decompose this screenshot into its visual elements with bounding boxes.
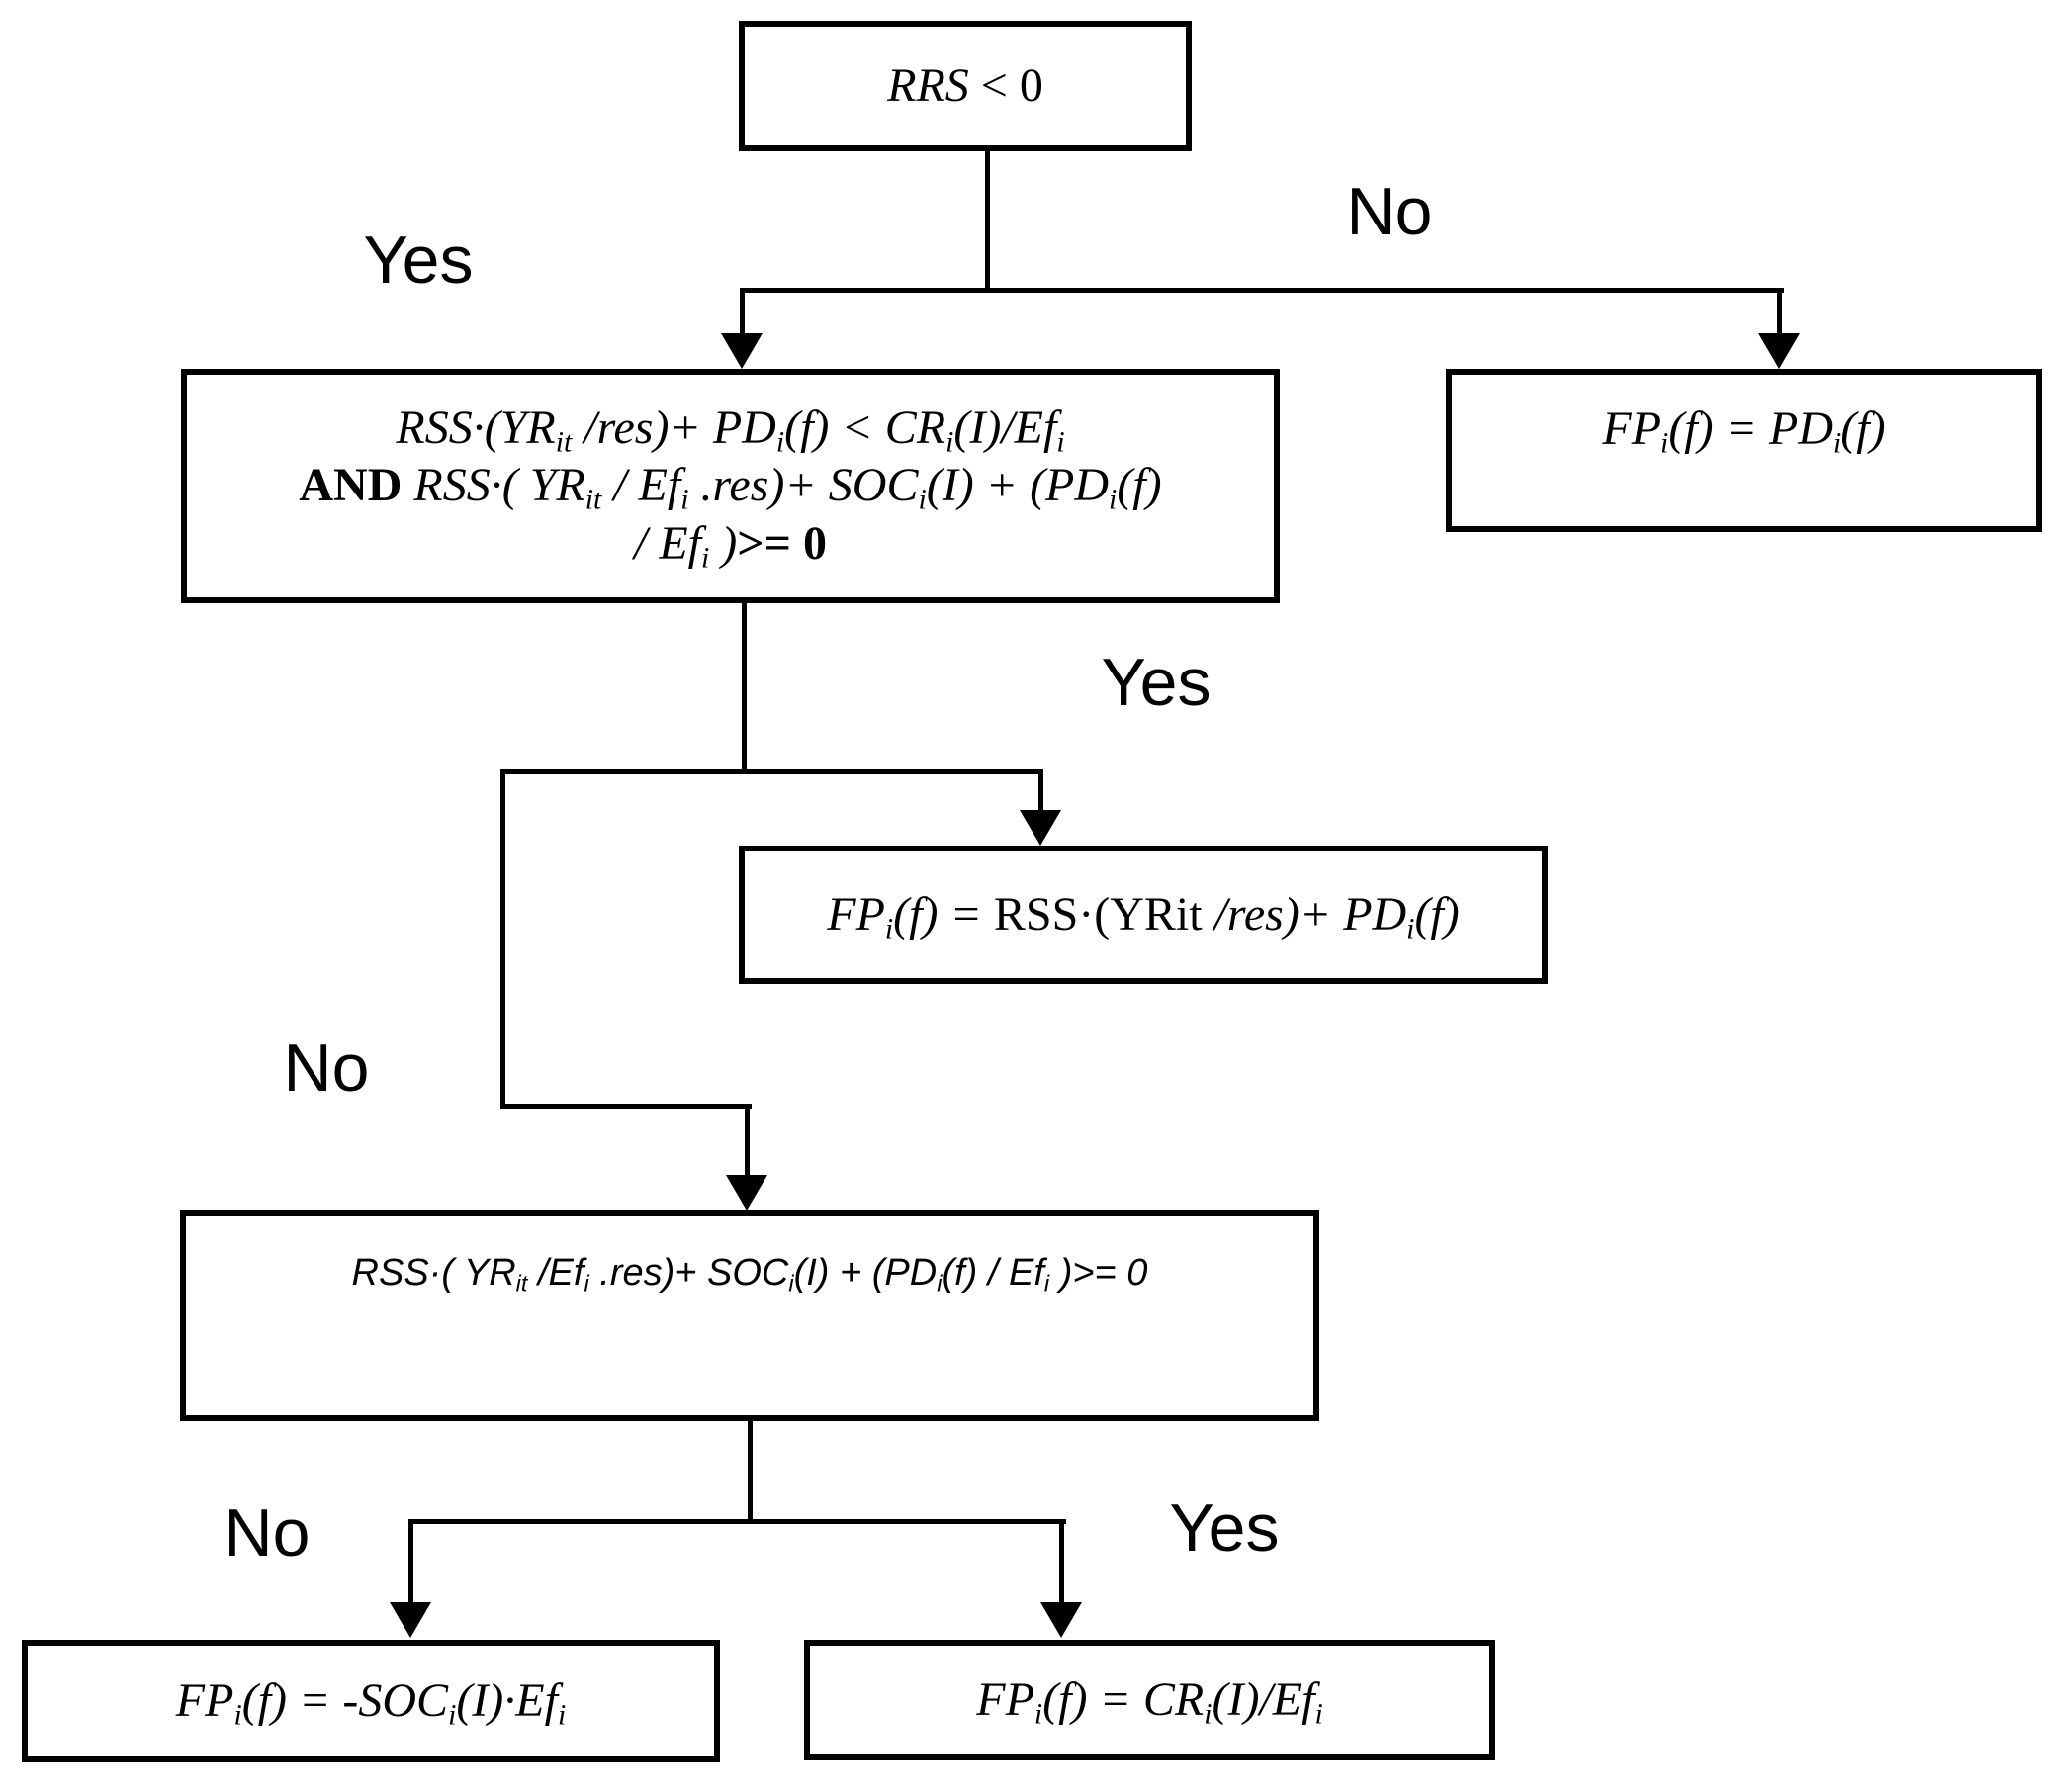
node-condition-rrs: RRS < 0 bbox=[739, 21, 1192, 151]
formula-rrs: RRS < 0 bbox=[887, 58, 1043, 112]
edge-yes-drop bbox=[740, 288, 745, 337]
edge-yes3-drop bbox=[1059, 1519, 1064, 1606]
edge-yes2-drop bbox=[1038, 769, 1043, 814]
arrowhead-to-result-rss bbox=[1020, 810, 1061, 846]
edge-condition2-branch bbox=[500, 769, 1043, 774]
node-result-fp-rss: FPi(f) = RSS·(YRit /res)+ PDi(f) bbox=[739, 846, 1548, 984]
edge-label-yes-3: Yes bbox=[1169, 1490, 1280, 1566]
formula-fp-pd: FPi(f) = PDi(f) bbox=[1602, 403, 1886, 460]
edge-no-drop bbox=[1777, 288, 1782, 337]
edge-condition2-stem bbox=[742, 601, 747, 773]
arrowhead-to-condition2 bbox=[721, 333, 763, 369]
arrowhead-to-result-cr bbox=[1040, 1602, 1082, 1638]
formula-compound-line1: RSS·(YRit /res)+ PDi(f) < CRi(I)/Efi bbox=[396, 402, 1065, 459]
node-condition-compound: RSS·(YRit /res)+ PDi(f) < CRi(I)/Efi AND… bbox=[181, 369, 1280, 603]
edge-label-yes-2: Yes bbox=[1101, 645, 1212, 720]
edge-condition3-branch bbox=[408, 1519, 1066, 1524]
node-result-fp-cr: FPi(f) = CRi(I)/Efi bbox=[804, 1640, 1495, 1760]
formula-fp-neg-soc: FPi(f) = -SOCi(I)·Efi bbox=[175, 1673, 567, 1732]
edge-label-no-3: No bbox=[224, 1495, 311, 1570]
node-condition-soc: RSS·( YRit /Efi .res)+ SOCi(I) + (PDi(f)… bbox=[180, 1210, 1319, 1421]
formula-fp-cr: FPi(f) = CRi(I)/Efi bbox=[976, 1672, 1323, 1731]
edge-label-yes-1: Yes bbox=[363, 223, 474, 298]
edge-label-no-1: No bbox=[1346, 174, 1433, 249]
arrowhead-to-result-pd bbox=[1758, 333, 1800, 369]
edge-root-stem bbox=[985, 151, 990, 293]
formula-fp-rss: FPi(f) = RSS·(YRit /res)+ PDi(f) bbox=[827, 887, 1460, 945]
edge-no2-drop bbox=[745, 1104, 750, 1179]
formula-soc-condition: RSS·( YRit /Efi .res)+ SOCi(I) + (PDi(f)… bbox=[351, 1252, 1148, 1297]
edge-no2-vertical bbox=[500, 769, 505, 1109]
edge-label-no-2: No bbox=[283, 1030, 370, 1106]
edge-root-branch bbox=[740, 288, 1784, 293]
edge-no2-elbow bbox=[500, 1104, 752, 1109]
arrowhead-to-condition3 bbox=[726, 1175, 767, 1210]
edge-condition3-stem bbox=[748, 1421, 753, 1524]
formula-compound-line3: / Efi )>= 0 bbox=[634, 516, 827, 574]
node-result-fp-pd: FPi(f) = PDi(f) bbox=[1446, 369, 2042, 532]
formula-compound-line2: AND RSS·( YRit / Efi .res)+ SOCi(I) + (P… bbox=[299, 459, 1162, 516]
edge-no3-drop bbox=[408, 1519, 413, 1606]
node-result-fp-neg-soc: FPi(f) = -SOCi(I)·Efi bbox=[22, 1640, 720, 1762]
arrowhead-to-result-soc bbox=[390, 1602, 431, 1638]
